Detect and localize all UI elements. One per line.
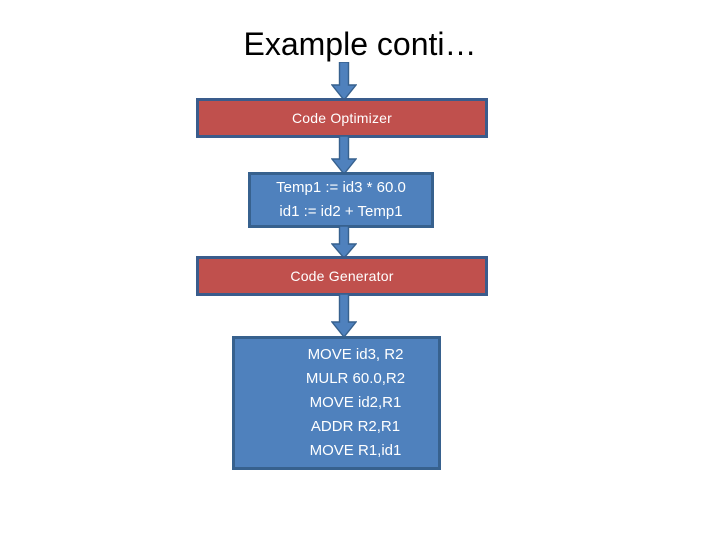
node-code-optimizer-label: Code Optimizer: [291, 110, 393, 126]
slide-title: Example conti…: [243, 26, 477, 62]
arrow-down-icon-optimizer-to-intermediate-code: [331, 136, 357, 174]
node-target-code-label: MOVE id3, R2 MULR 60.0,R2 MOVE id2,R1 AD…: [305, 346, 406, 459]
node-target-code[interactable]: MOVE id3, R2 MULR 60.0,R2 MOVE id2,R1 AD…: [232, 336, 441, 470]
node-code-generator[interactable]: Code Generator: [196, 256, 488, 296]
arrow-down-icon-into-code-optimizer: [331, 62, 357, 100]
node-intermediate-code-label: Temp1 := id3 * 60.0 id1 := id2 + Temp1: [276, 179, 406, 220]
node-code-optimizer[interactable]: Code Optimizer: [196, 98, 488, 138]
node-intermediate-code[interactable]: Temp1 := id3 * 60.0 id1 := id2 + Temp1: [248, 172, 434, 228]
arrow-down-icon-intermediate-code-to-generator: [331, 226, 357, 258]
arrow-down-icon-generator-to-target-code: [331, 294, 357, 338]
node-code-generator-label: Code Generator: [290, 268, 394, 284]
